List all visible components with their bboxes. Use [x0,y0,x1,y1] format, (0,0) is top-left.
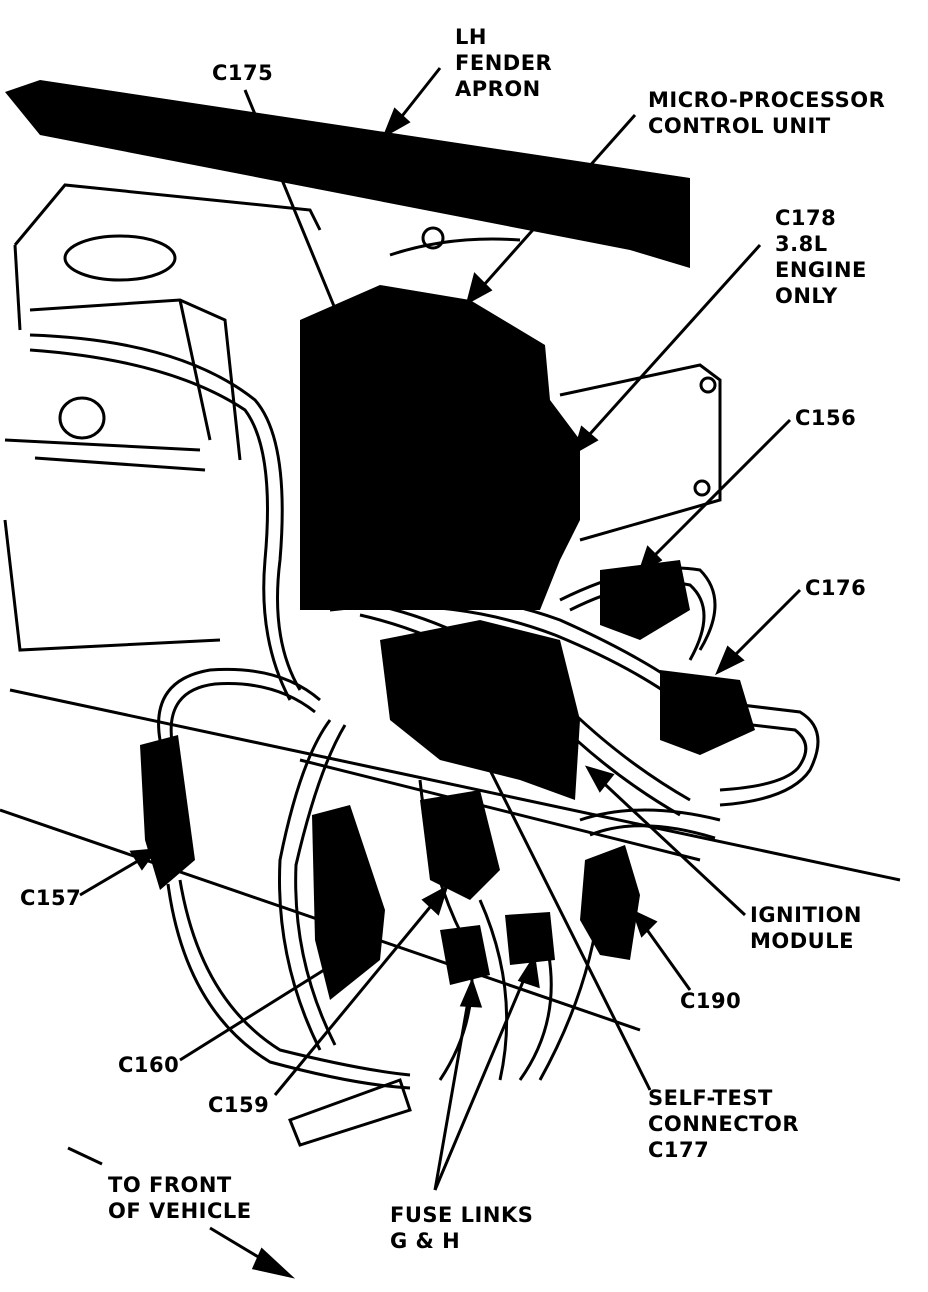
leader-lines [34,67,802,1279]
label-c190: C190 [680,989,742,1013]
connector-c160 [312,805,385,1000]
label-fuse-links: FUSE LINKS G & H [390,1203,534,1253]
label-c159: C159 [208,1093,270,1117]
label-c178: C178 3.8L ENGINE ONLY [775,206,867,308]
mounting-bracket [559,363,722,542]
label-c157: C157 [20,886,82,910]
fender-apron [5,80,690,268]
connector-c176 [660,670,755,755]
connector-c157 [140,735,195,890]
label-ignition-module: IGNITION MODULE [750,903,863,953]
label-to-front-of-vehicle: TO FRONT OF VEHICLE [108,1173,252,1223]
label-c156: C156 [795,406,857,430]
label-c160: C160 [118,1053,180,1077]
label-c176: C176 [805,576,867,600]
connector-c190 [580,845,640,960]
label-microprocessor-control-unit: MICRO-PROCESSOR CONTROL UNIT [648,88,886,138]
label-lh-fender-apron: LH FENDER APRON [455,25,553,101]
label-self-test-connector: SELF-TEST CONNECTOR C177 [648,1086,800,1162]
fuse-link-block [440,925,490,985]
harness-end [288,1078,412,1147]
connector-c156 [600,560,690,640]
control-unit-body [300,285,580,610]
ignition-module-body [380,620,580,800]
connectors [140,560,755,1000]
fuse-link-block-2 [505,912,555,965]
connector-c159 [420,790,500,900]
label-c175: C175 [212,61,274,85]
